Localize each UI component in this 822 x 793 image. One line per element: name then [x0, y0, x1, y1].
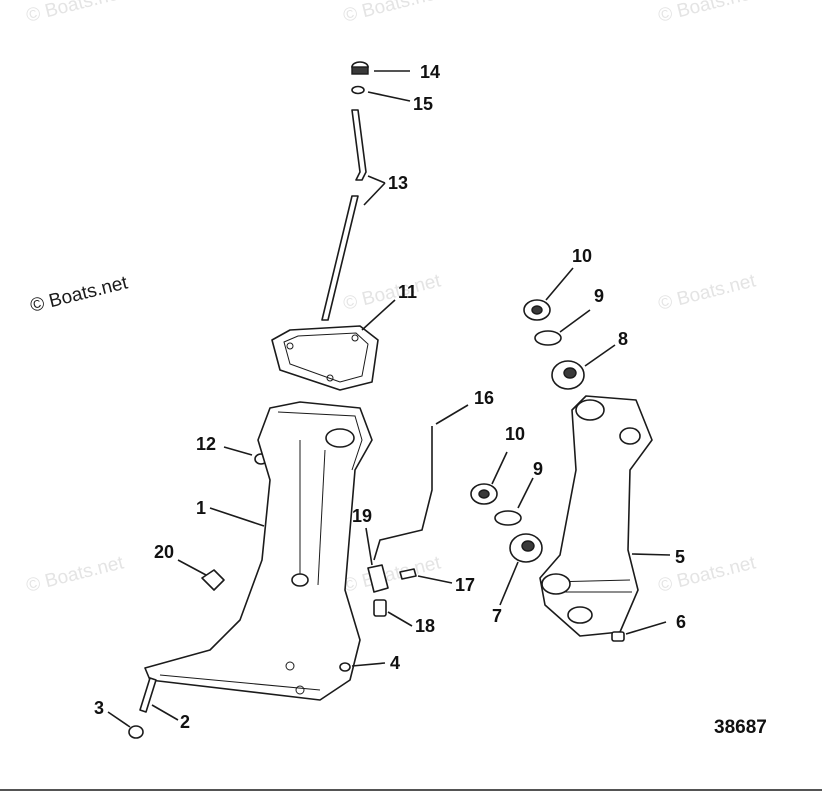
diagram-number: 38687 — [714, 717, 767, 738]
part-7-mount — [499, 533, 543, 606]
callout-15: 15 — [413, 94, 433, 114]
callout-14: 14 — [420, 62, 440, 82]
watermarks: © Boats.net © Boats.net © Boats.net © Bo… — [24, 0, 758, 597]
part-2-stud — [139, 677, 179, 721]
watermark: © Boats.net — [656, 270, 758, 315]
callout-16: 16 — [474, 388, 494, 408]
callout-4: 4 — [390, 653, 400, 673]
watermark: © Boats.net — [656, 552, 758, 597]
part-15-washer — [351, 85, 411, 102]
callout-17: 17 — [455, 575, 475, 595]
part-9-ring-upper — [534, 309, 591, 346]
watermark: © Boats.net — [341, 552, 443, 597]
part-11-gasket — [271, 299, 396, 391]
part-20-clip — [177, 559, 225, 591]
callout-12: 12 — [196, 434, 216, 454]
part-14-cap — [351, 61, 410, 75]
callout-8: 8 — [618, 329, 628, 349]
callout-9: 9 — [594, 286, 604, 306]
part-3-nut — [107, 711, 144, 739]
part-10-mount-upper — [523, 267, 574, 321]
watermark: © Boats.net — [341, 270, 443, 315]
callout-7: 7 — [492, 606, 502, 626]
part-17-screw — [399, 568, 453, 584]
part-9-ring-lower — [494, 477, 534, 526]
watermark-dark: © Boats.net — [28, 272, 130, 317]
callout-19: 19 — [352, 506, 372, 526]
part-10-mount-lower — [470, 451, 508, 505]
callout-11: 11 — [398, 282, 417, 302]
watermark: © Boats.net — [24, 0, 126, 27]
part-6-nut — [611, 621, 667, 642]
callout-20: 20 — [154, 542, 174, 562]
part-1-housing — [144, 401, 373, 701]
part-18-bushing — [373, 599, 413, 627]
callout-10: 10 — [572, 246, 592, 266]
callout-18: 18 — [415, 616, 435, 636]
part-13-hose — [321, 109, 386, 321]
callout-10: 10 — [505, 424, 525, 444]
callout-labels: 1 2 3 4 5 6 7 8 9 9 10 10 11 12 13 14 15… — [94, 62, 686, 732]
callout-5: 5 — [675, 547, 685, 567]
watermark: © Boats.net — [341, 0, 443, 27]
callout-1: 1 — [196, 498, 206, 518]
callout-2: 2 — [180, 712, 190, 732]
callout-3: 3 — [94, 698, 104, 718]
callout-6: 6 — [676, 612, 686, 632]
part-16-rod — [373, 404, 469, 561]
part-4-nut — [339, 662, 386, 672]
part-8-mount — [551, 344, 616, 390]
callout-13: 13 — [388, 173, 408, 193]
part-19-bracket — [365, 527, 389, 593]
watermark: © Boats.net — [656, 0, 758, 27]
watermark: © Boats.net — [24, 552, 126, 597]
callout-9: 9 — [533, 459, 543, 479]
part-5-bracket — [539, 395, 671, 637]
